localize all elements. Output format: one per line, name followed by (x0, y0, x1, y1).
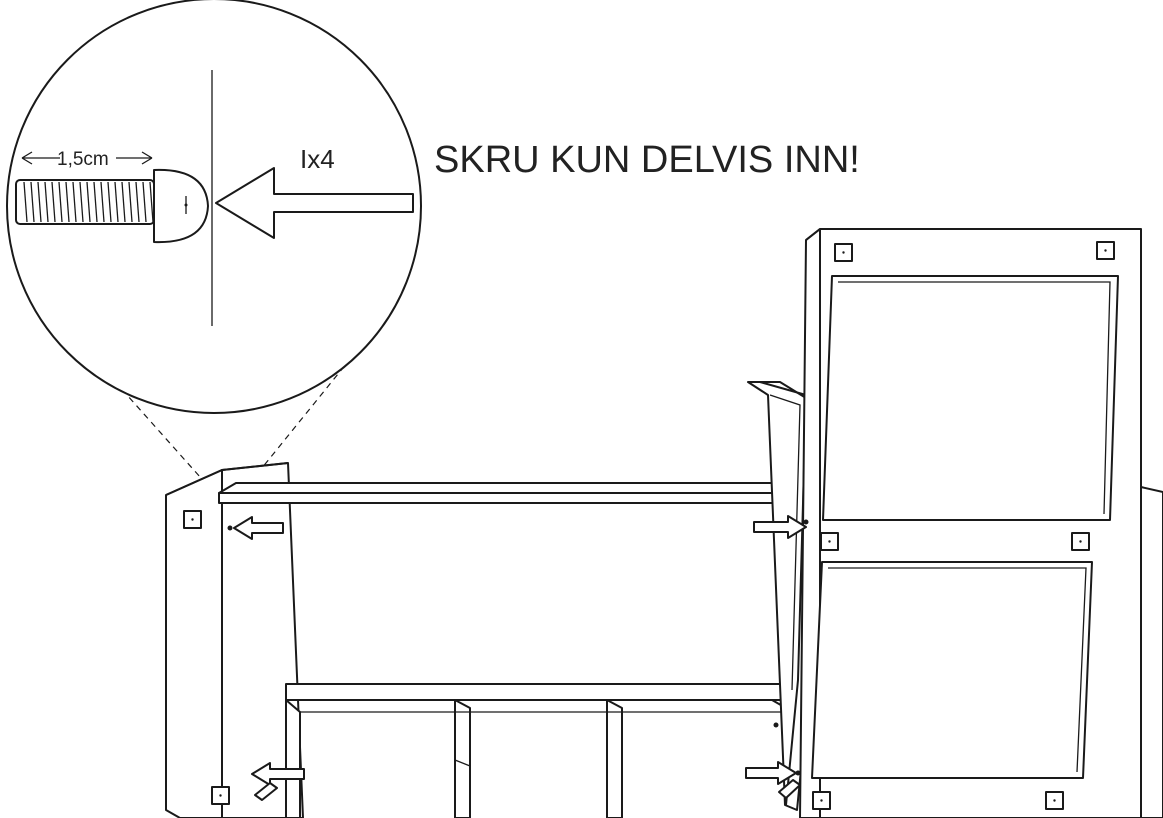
screw-callout: 1,5cm Ix4 (6, 0, 422, 506)
screw-thread (121, 181, 126, 223)
arrow-right-icon (745, 761, 797, 785)
door-frame (799, 228, 1142, 818)
quantity-text: Ix4 (300, 144, 335, 174)
screw-thread (58, 181, 63, 223)
screw-thread (72, 181, 77, 223)
screw-thread (135, 181, 140, 223)
screw-thread (142, 181, 147, 223)
bracket-icon (778, 779, 801, 799)
lower-panel-opening (811, 561, 1093, 779)
screw-arrows (227, 515, 809, 801)
screw-thread (149, 181, 154, 223)
screw-point-icon (773, 722, 779, 728)
arrow-right-icon (753, 515, 807, 539)
screw-thread (93, 181, 98, 223)
dimension-text: 1,5cm (57, 149, 109, 170)
arrow-left-icon (233, 516, 284, 540)
upper-panel-opening (822, 275, 1119, 521)
insert-arrow-icon (215, 167, 414, 239)
screw-thread (114, 181, 119, 223)
screw-thread (100, 181, 105, 223)
screw-point-icon (795, 770, 801, 776)
screw-thread (79, 181, 84, 223)
screw-point-icon (227, 525, 233, 531)
door-cam-holes (812, 241, 1115, 810)
screw-thread (51, 181, 56, 223)
screw-thread (128, 181, 133, 223)
screw-thread (86, 181, 91, 223)
screw-thread (30, 181, 35, 223)
dimension-label: 1,5cm (21, 149, 153, 170)
screw-thread (44, 181, 49, 223)
screw-point-icon (803, 519, 809, 525)
left-side-panel (165, 462, 304, 818)
bottom-shelf (285, 683, 787, 818)
instruction-text: SKRU KUN DELVIS INN! (434, 139, 860, 181)
dimension-arrow-left-icon (21, 151, 60, 165)
screw-thread (23, 181, 28, 223)
screw-thread (107, 181, 112, 223)
screw-thread (65, 181, 70, 223)
cabinet-assembly (165, 228, 1163, 818)
top-rail (218, 482, 809, 504)
screw-icon (15, 168, 209, 244)
callout-circle (6, 0, 422, 414)
bracket-icon (254, 782, 278, 801)
screw-thread (37, 181, 42, 223)
dimension-arrow-right-icon (116, 151, 153, 165)
